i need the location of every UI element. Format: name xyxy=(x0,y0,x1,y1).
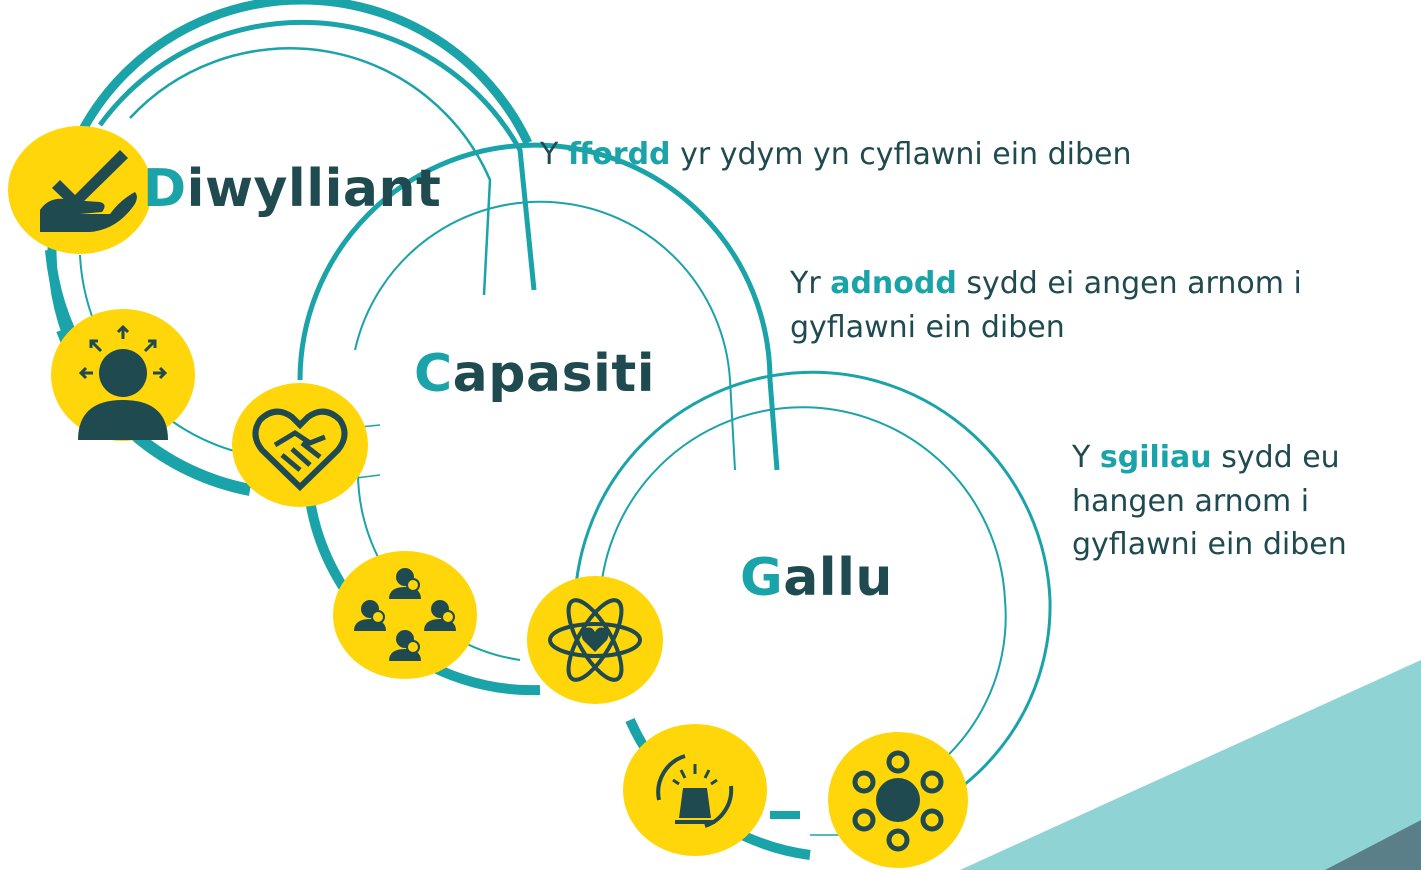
heading-initial: D xyxy=(143,159,187,219)
desc-post: yr ydym yn cyflawni ein diben xyxy=(670,137,1132,172)
heading-initial: G xyxy=(740,548,784,608)
heading-initial: C xyxy=(414,344,453,404)
desc-pre: Yr xyxy=(790,266,831,301)
heart-handshake-icon xyxy=(232,383,368,507)
heading-capasiti: Capasiti xyxy=(414,348,655,400)
heading-diwylliant: Diwylliant xyxy=(143,163,441,215)
desc-pre: Y xyxy=(1072,440,1100,475)
hand-check-icon xyxy=(8,126,152,254)
corner-triangle xyxy=(960,660,1421,870)
person-expand-icon xyxy=(51,309,195,441)
heading-gallu: Gallu xyxy=(740,552,893,604)
atom-heart-icon xyxy=(527,576,663,704)
alarm-cycle-icon xyxy=(623,724,767,856)
heading-rest: apasiti xyxy=(452,344,656,404)
desc-keyword: sgiliau xyxy=(1099,440,1212,475)
description-diwylliant: Y ffordd yr ydym yn cyflawni ein diben xyxy=(540,133,1340,177)
network-nodes-icon xyxy=(828,732,968,868)
desc-keyword: adnodd xyxy=(830,266,957,301)
desc-pre: Y xyxy=(540,137,568,172)
team-check-icon xyxy=(333,551,477,679)
heading-rest: allu xyxy=(783,548,893,608)
desc-post: sydd eu hangen arnom i gyflawni ein dibe… xyxy=(1072,440,1347,562)
corner-triangle-dark xyxy=(1325,820,1421,870)
heading-rest: iwylliant xyxy=(186,159,442,219)
desc-keyword: ffordd xyxy=(567,137,671,172)
desc-post: sydd ei angen arnom i gyflawni ein diben xyxy=(790,266,1302,345)
description-gallu: Y sgiliau sydd eu hangen arnom i gyflawn… xyxy=(1072,436,1417,567)
description-capasiti: Yr adnodd sydd ei angen arnom i gyflawni… xyxy=(790,262,1410,349)
